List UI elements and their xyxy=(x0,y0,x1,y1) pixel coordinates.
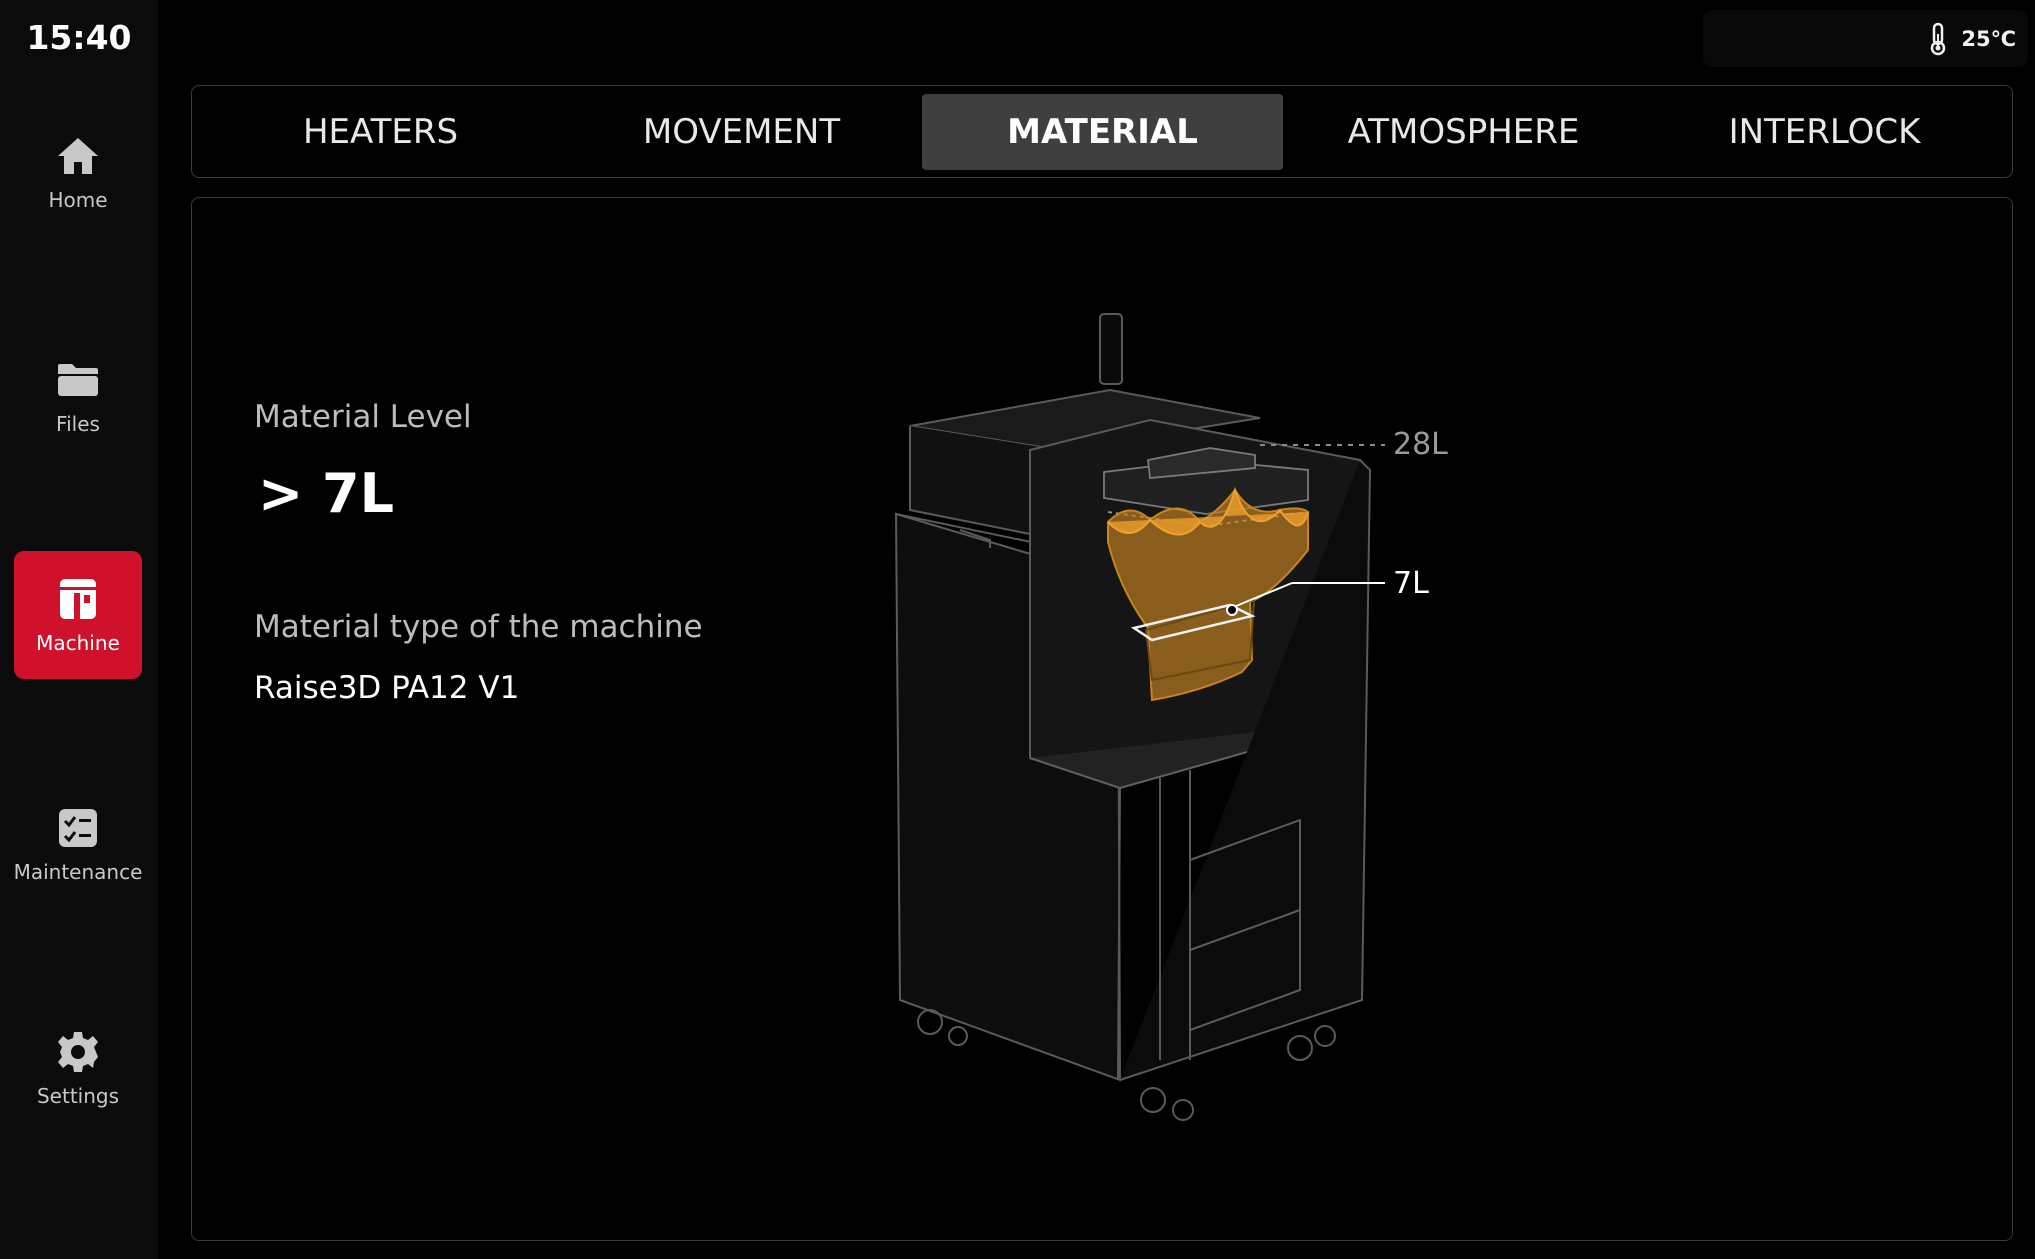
sidebar-item-label: Settings xyxy=(36,1084,120,1108)
capacity-mark: 28L xyxy=(1393,427,1448,462)
sidebar-item-label: Maintenance xyxy=(13,860,143,884)
sidebar-item-files[interactable]: Files xyxy=(14,332,142,460)
folder-icon xyxy=(58,364,98,396)
material-type-label: Material type of the machine xyxy=(254,609,703,645)
temperature-value: 25℃ xyxy=(1961,26,2016,51)
sidebar: 15:40 Home Files Machine xyxy=(0,0,158,1259)
checklist-icon xyxy=(59,809,97,847)
tab-heaters[interactable]: HEATERS xyxy=(302,112,459,152)
tab-movement[interactable]: MOVEMENT xyxy=(642,112,841,152)
current-level-mark: 7L xyxy=(1393,566,1429,601)
material-level-value: > 7L xyxy=(258,462,395,525)
machine-icon xyxy=(60,579,96,619)
sidebar-item-maintenance[interactable]: Maintenance xyxy=(14,780,142,908)
tab-material[interactable]: MATERIAL xyxy=(922,94,1283,170)
tab-interlock[interactable]: INTERLOCK xyxy=(1728,112,1921,152)
sidebar-item-home[interactable]: Home xyxy=(14,108,142,236)
sidebar-item-settings[interactable]: Settings xyxy=(14,1004,142,1132)
tab-atmosphere[interactable]: ATMOSPHERE xyxy=(1347,112,1580,152)
temperature-status: 25℃ xyxy=(1703,10,2028,67)
material-panel xyxy=(191,197,2013,1241)
thermometer-icon xyxy=(1931,22,1946,55)
material-type-value: Raise3D PA12 V1 xyxy=(254,670,520,706)
sidebar-item-machine[interactable]: Machine xyxy=(14,551,142,679)
home-icon xyxy=(58,138,98,174)
material-level-label: Material Level xyxy=(254,399,472,435)
tab-bar: HEATERS MOVEMENT MATERIAL ATMOSPHERE INT… xyxy=(191,85,2013,178)
sidebar-item-label: Machine xyxy=(36,631,120,655)
clock: 15:40 xyxy=(26,18,132,57)
sidebar-item-label: Home xyxy=(48,188,108,212)
sidebar-item-label: Files xyxy=(56,412,100,436)
printer-illustration xyxy=(894,313,1385,1121)
gear-icon xyxy=(58,1032,98,1072)
